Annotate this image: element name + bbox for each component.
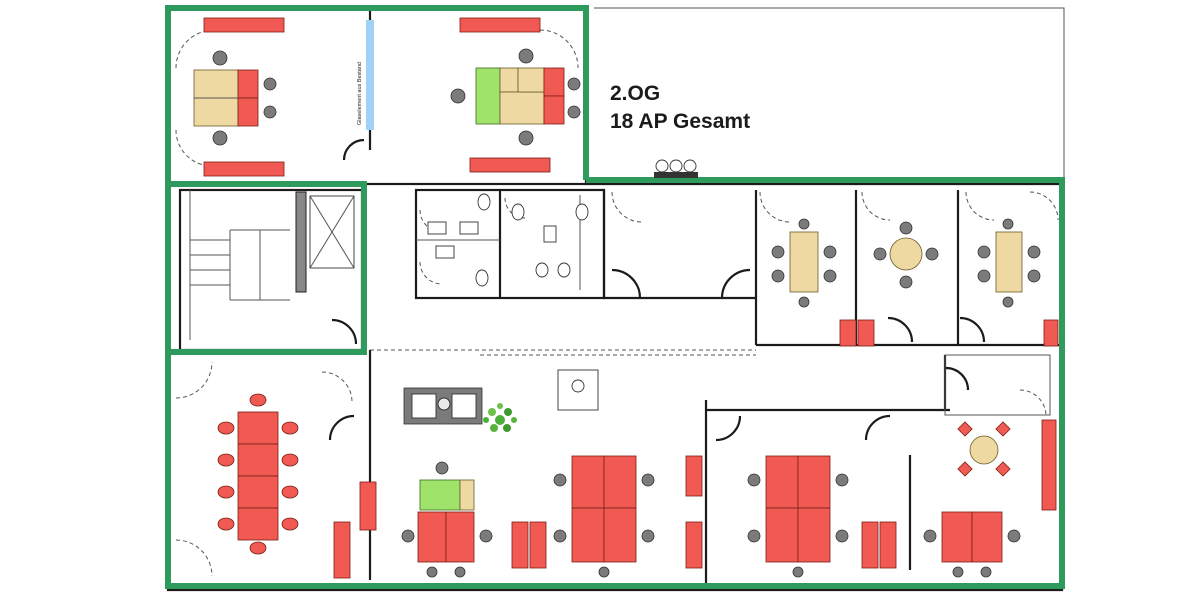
meeting-room-2 [873,221,939,289]
meeting-room-1 [771,218,837,308]
cabinets-upper-right [839,319,1059,347]
desk-cluster-2 [553,455,703,578]
lounge-chairs [403,387,483,425]
desk-cluster-1 [359,461,547,578]
workplace-count-label: 18 AP Gesamt [610,110,750,133]
elevator-icon [295,191,355,293]
desk-cluster-3 [747,455,897,578]
office-top-middle [450,17,581,173]
building-walls [166,6,1065,592]
glass-element [366,20,374,130]
desk-cluster-4 [923,419,1057,578]
meeting-room-3 [977,218,1041,308]
floor-label: 2.OG [610,82,660,105]
toilet-icon [475,193,589,287]
plant-icon [483,403,517,432]
sink-icon [427,221,599,411]
conference-room [217,393,351,579]
sink-icon-top [654,159,698,178]
glass-element-note: Glaselement aus Bestand [357,62,363,125]
round-table [957,421,1011,477]
office-top-left [193,17,285,177]
stair-icon [190,229,290,301]
zone-outlines [165,5,1065,589]
